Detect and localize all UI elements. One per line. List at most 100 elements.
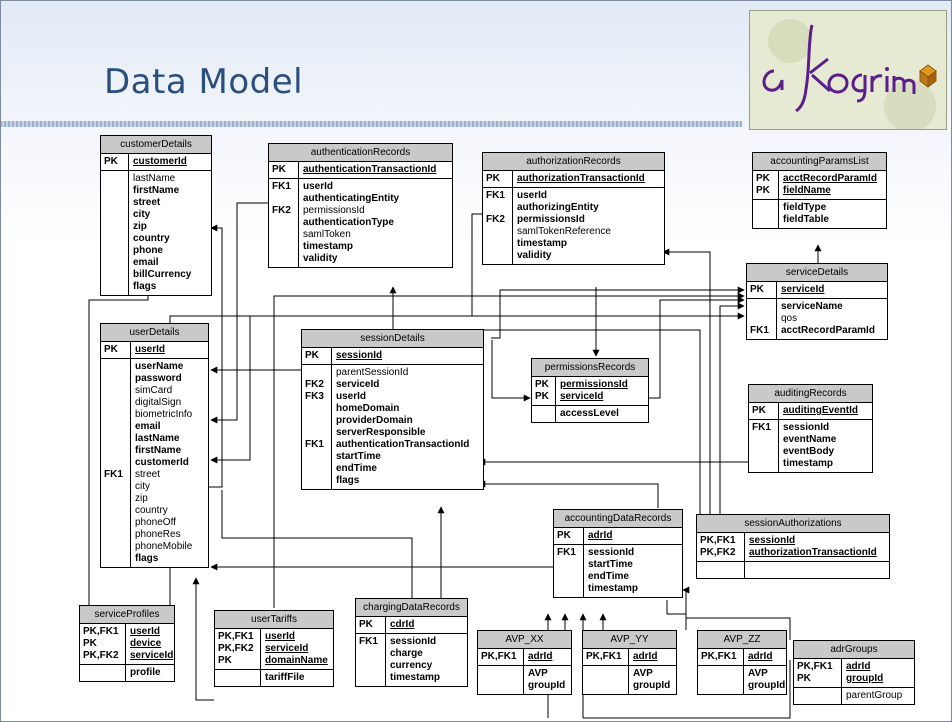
- field-column: authorizationTransactionId: [513, 171, 664, 187]
- key-column: PK PK: [753, 171, 779, 199]
- field-name: userId: [303, 181, 334, 192]
- key-column: FK1: [101, 359, 131, 567]
- field-name: fieldName: [783, 185, 831, 196]
- field-name: homeDomain: [336, 403, 400, 414]
- field-name: customerId: [133, 156, 187, 167]
- field-column: [745, 562, 889, 578]
- key-column: [794, 688, 842, 704]
- fk-line-auth-user: [210, 202, 268, 424]
- field-name: authenticationType: [303, 217, 394, 228]
- entity-name: customerDetails: [101, 136, 211, 154]
- fk-line-adr-session: [478, 480, 659, 508]
- field-name: validity: [303, 253, 338, 264]
- field-name: startTime: [588, 559, 633, 570]
- key-column: PK,FK1 PK PK,FK2: [80, 624, 126, 664]
- field-column: tariffFile: [261, 670, 333, 686]
- field-name: userId: [130, 626, 161, 637]
- fk-line-sa-authz: [662, 248, 711, 514]
- field-column: adrId: [744, 649, 786, 665]
- field-name: userId: [517, 190, 548, 201]
- field-name: timestamp: [303, 241, 354, 252]
- field-name: domainName: [265, 655, 328, 666]
- field-name: adrId: [846, 661, 871, 672]
- field-column: accessLevel: [556, 406, 648, 422]
- field-name: endTime: [336, 463, 377, 474]
- field-name: endTime: [588, 571, 629, 582]
- field-name: device: [130, 638, 162, 649]
- field-name: billCurrency: [133, 269, 192, 280]
- field-name: country: [135, 505, 168, 516]
- field-name: serviceId: [781, 284, 825, 295]
- field-section: tariffFile: [215, 670, 333, 686]
- entity-name: serviceProfiles: [80, 606, 174, 624]
- field-name: validity: [517, 250, 552, 261]
- key-column: PK: [302, 348, 332, 364]
- field-name: serverResponsible: [336, 427, 426, 438]
- field-name: authorizationTransactionId: [749, 547, 877, 558]
- field-name: permissionsId: [560, 379, 628, 390]
- entity-name: AVP_XX: [478, 631, 571, 649]
- field-name: adrId: [528, 651, 553, 662]
- field-name: permissionsId: [517, 214, 585, 225]
- field-name: groupId: [748, 680, 786, 691]
- fk-line-customer: [207, 224, 223, 488]
- entity-name: AVP_ZZ: [698, 631, 786, 649]
- field-name: zip: [135, 493, 148, 504]
- field-column: authenticationTransactionId: [299, 162, 452, 178]
- field-name: eventBody: [783, 446, 835, 457]
- field-name: authenticatingEntity: [303, 193, 400, 204]
- field-name: acctRecordParamId: [781, 325, 875, 336]
- field-section: parentGroup: [794, 688, 914, 704]
- field-name: [749, 564, 889, 576]
- field-column: parentGroup: [842, 688, 914, 704]
- field-name: customerId: [135, 457, 189, 468]
- key-column: FK1 FK2: [483, 188, 513, 264]
- field-name: userId: [265, 631, 296, 642]
- key-column: PK PK: [532, 377, 556, 405]
- field-name: qos: [781, 313, 798, 324]
- field-column: adrId: [524, 649, 571, 665]
- field-name: simCard: [135, 385, 173, 396]
- field-name: eventName: [783, 434, 837, 445]
- fk-line-perm-service: [648, 296, 745, 399]
- field-name: serviceName: [781, 301, 843, 312]
- field-name: authorizationTransactionId: [517, 173, 645, 184]
- field-name: sessionId: [336, 350, 383, 361]
- entity-name: serviceDetails: [747, 264, 887, 282]
- key-column: PK: [554, 528, 584, 544]
- field-name: adrId: [633, 651, 658, 662]
- field-name: city: [135, 481, 150, 492]
